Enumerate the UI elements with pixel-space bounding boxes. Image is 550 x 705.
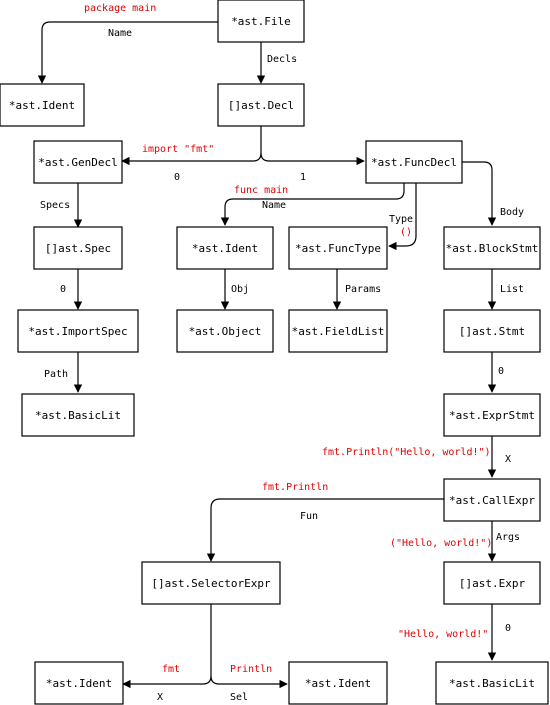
node-fieldlist: *ast.FieldList [288,309,388,353]
note-type-parens: () [400,227,412,238]
note-args: ("Hello, world!") [390,538,492,549]
node-specs-label: []ast.Spec [45,242,111,255]
edge-label-sel: Sel [230,692,248,703]
edge-label-list: List [500,284,524,295]
edge-funcdecl-body [462,161,497,226]
node-callexpr: *ast.CallExpr [443,478,541,522]
note-literal: "Hello, world!" [398,629,488,640]
edge-label-fun: Fun [300,511,318,522]
edge-label-path: Path [44,369,68,380]
node-file: *ast.File [217,0,305,43]
edge-label-params: Params [345,284,381,295]
edge-label-x: X [505,454,511,465]
note-println: Println [230,664,272,675]
node-ident-func-label: *ast.Ident [192,242,258,255]
node-selectorexpr-label: []ast.SelectorExpr [151,577,271,590]
node-expr: []ast.Expr [443,561,541,605]
node-ident-name-label: *ast.Ident [9,99,75,112]
node-ident-x-label: *ast.Ident [46,677,112,690]
edge-label-specs: Specs [40,200,70,211]
edge-label-decls: Decls [267,54,297,65]
edge-callexpr-fun [206,498,444,562]
node-selectorexpr: []ast.SelectorExpr [141,561,281,605]
edge-label-spec-0: 0 [60,284,66,295]
edge-label-name-top: Name [108,28,132,39]
edge-funcdecl-name [220,183,405,226]
node-stmt: []ast.Stmt [443,309,541,353]
node-basiclit-arg-label: *ast.BasicLit [449,677,535,690]
node-gendecl: *ast.GenDecl [33,140,123,184]
node-blockstmt-label: *ast.BlockStmt [446,242,539,255]
edges [37,21,497,689]
note-fun: fmt.Println [262,482,328,493]
edge-label-obj: Obj [231,284,249,295]
node-importspec-label: *ast.ImportSpec [28,325,127,338]
node-basiclit-path: *ast.BasicLit [21,393,135,437]
note-import: import "fmt" [142,144,214,155]
node-ident-sel: *ast.Ident [288,661,388,705]
node-funcdecl: *ast.FuncDecl [365,140,463,184]
note-fmt: fmt [162,664,180,675]
note-func: func main [234,185,288,196]
node-ident-func: *ast.Ident [176,226,274,270]
edge-label-decl-0: 0 [174,172,180,183]
edge-label-sel-x: X [157,692,163,703]
node-gendecl-label: *ast.GenDecl [38,156,117,169]
node-object: *ast.Object [176,309,274,353]
node-basiclit-path-label: *ast.BasicLit [35,409,121,422]
node-specs: []ast.Spec [33,226,123,270]
edge-label-type: Type [389,214,413,225]
notes: package main import "fmt" func main () f… [84,3,492,675]
edge-label-args: Args [496,532,520,543]
node-stmt-label: []ast.Stmt [459,325,525,338]
edge-label-func-name: Name [262,200,286,211]
edge-decls-funcdecl [260,152,365,166]
edge-file-name [37,21,218,84]
edge-label-arg-0: 0 [505,623,511,634]
node-basiclit-arg: *ast.BasicLit [435,661,549,705]
node-decls-label: []ast.Decl [228,99,294,112]
edge-label-decl-1: 1 [300,172,306,183]
node-exprstmt-label: *ast.ExprStmt [449,409,535,422]
node-ident-sel-label: *ast.Ident [305,677,371,690]
note-package: package main [84,3,156,14]
edge-selector-sel [210,675,288,689]
node-expr-label: []ast.Expr [459,577,526,590]
node-blockstmt: *ast.BlockStmt [443,226,541,270]
edge-funcdecl-type [388,183,417,251]
node-ident-x: *ast.Ident [34,661,124,705]
node-importspec: *ast.ImportSpec [17,309,139,353]
node-fieldlist-label: *ast.FieldList [292,325,385,338]
node-funcdecl-label: *ast.FuncDecl [371,156,457,169]
node-object-label: *ast.Object [189,325,262,338]
node-ident-name: *ast.Ident [0,83,85,127]
node-decls: []ast.Decl [217,83,305,127]
node-callexpr-label: *ast.CallExpr [449,494,535,507]
edge-labels: Name Decls 0 1 Specs 0 Path Name Type Bo… [40,28,524,703]
edge-label-body: Body [500,207,524,218]
node-file-label: *ast.File [231,15,291,28]
note-call: fmt.Println("Hello, world!") [322,447,491,458]
node-exprstmt: *ast.ExprStmt [443,393,541,437]
edge-label-stmt-0: 0 [498,366,504,377]
node-functype-label: *ast.FuncType [295,242,381,255]
node-functype: *ast.FuncType [288,226,388,270]
